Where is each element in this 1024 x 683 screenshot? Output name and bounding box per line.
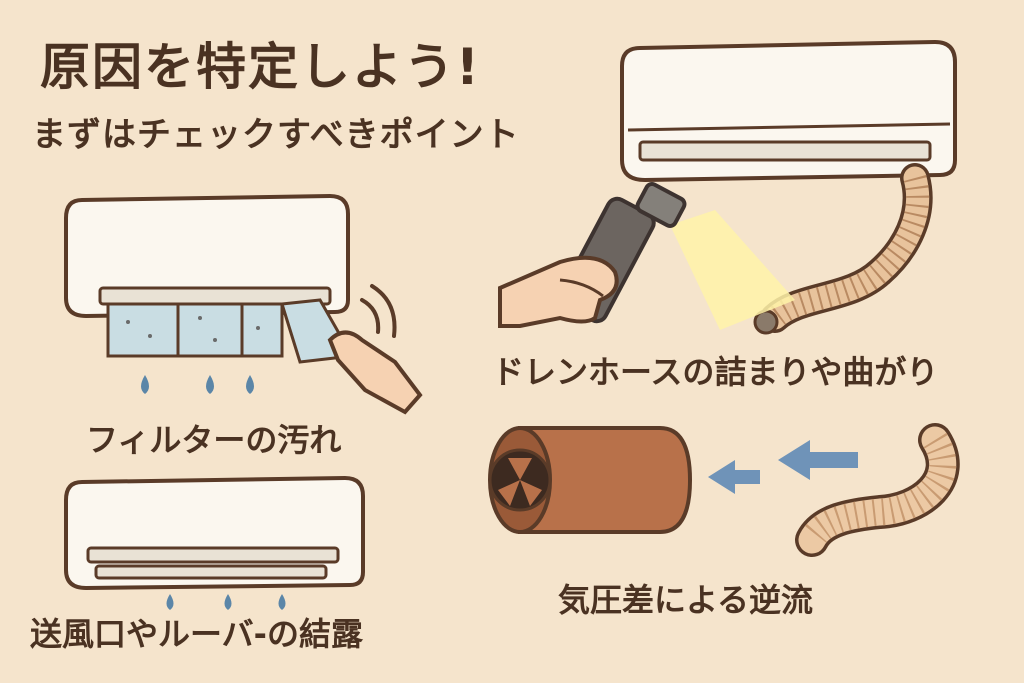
page-subtitle: まずはチェックすべきポイント xyxy=(32,115,520,155)
checkpoint-label-drain-hose: ドレンホースの詰まりや曲がり xyxy=(492,353,939,391)
page-title: 原因を特定しよう! xyxy=(40,38,481,96)
hand-holding-flashlight-icon xyxy=(498,255,619,328)
duct-vent-icon xyxy=(488,426,693,534)
checkpoint-label-pressure: 気圧差による逆流 xyxy=(558,581,814,619)
ac-unit-top-right xyxy=(620,39,957,183)
ac-unit-louver xyxy=(64,475,365,591)
checkpoint-label-filter: フィルターの汚れ xyxy=(86,421,342,459)
hand-pulling-filter-icon xyxy=(327,330,423,415)
flexible-hose-icon xyxy=(795,423,960,557)
checkpoint-label-louver: 送風口やルーバ-の結露 xyxy=(30,615,363,653)
dirty-filter-icon xyxy=(106,298,355,364)
backflow-arrow-icon xyxy=(708,440,858,494)
water-drops-filter xyxy=(141,375,254,394)
sound-wave-icon xyxy=(360,284,397,338)
ac-unit-filter xyxy=(64,193,350,319)
drain-hose-icon xyxy=(753,163,933,335)
water-drops-louver xyxy=(166,594,286,610)
